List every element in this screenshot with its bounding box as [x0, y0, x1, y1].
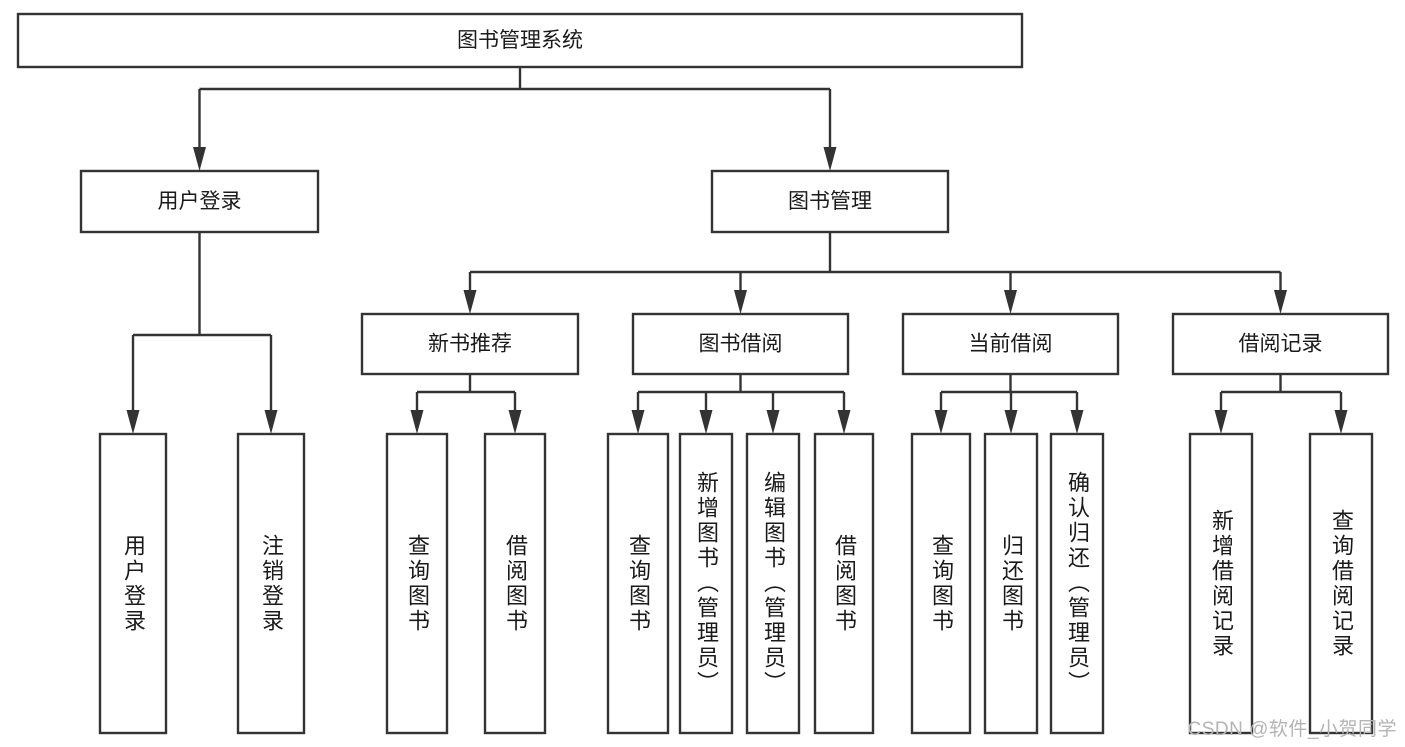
node-box-current_borrow[interactable] [901, 312, 1120, 376]
watermark-text: CSDN @软件_小贺同学 [1187, 719, 1397, 740]
node-label-new_book_rec: 新书推荐 [428, 333, 512, 356]
arrow-head-leaf_user_logout [264, 410, 278, 434]
node-box-book_mgmt[interactable] [710, 169, 950, 234]
node-leaf_query_record[interactable] [1308, 432, 1374, 735]
node-root[interactable]: 图书管理系统 [16, 12, 1024, 69]
node-box-leaf_edit_book[interactable] [745, 432, 801, 735]
node-label-borrow_record: 借阅记录 [1239, 333, 1323, 356]
arrow-head-leaf_return_book [1004, 410, 1018, 434]
node-leaf_query_book_2[interactable] [606, 432, 670, 735]
node-box-leaf_confirm_return[interactable] [1049, 432, 1105, 735]
arrow-head-book_borrow [734, 290, 747, 314]
node-leaf_return_book[interactable] [983, 432, 1039, 735]
node-leaf_borrow_book_1[interactable] [483, 432, 547, 735]
arrow-head-leaf_add_record [1214, 410, 1228, 434]
node-box-leaf_query_record[interactable] [1308, 432, 1374, 735]
edge-layer [126, 67, 1348, 434]
node-borrow_record[interactable]: 借阅记录 [1171, 312, 1390, 376]
node-box-leaf_user_logout[interactable] [236, 432, 306, 735]
arrow-head-leaf_borrow_book_2 [837, 410, 851, 434]
arrow-head-leaf_edit_book [766, 410, 780, 434]
arrow-head-leaf_add_book [699, 410, 713, 434]
node-leaf_add_book[interactable] [678, 432, 734, 735]
node-leaf_confirm_return[interactable] [1049, 432, 1105, 735]
arrow-head-user_login [193, 147, 206, 171]
node-leaf_user_logout[interactable] [236, 432, 306, 735]
arrow-head-leaf_confirm_return [1070, 410, 1084, 434]
node-box-leaf_add_record[interactable] [1188, 432, 1254, 735]
node-box-leaf_borrow_book_2[interactable] [813, 432, 875, 735]
arrow-head-leaf_query_record [1334, 410, 1348, 434]
arrow-head-leaf_query_book_2 [631, 410, 645, 434]
node-book_mgmt[interactable]: 图书管理 [710, 169, 950, 234]
node-box-book_borrow[interactable] [631, 312, 850, 376]
node-box-leaf_add_book[interactable] [678, 432, 734, 735]
node-leaf_edit_book[interactable] [745, 432, 801, 735]
node-label-current_borrow: 当前借阅 [969, 333, 1053, 356]
node-box-root[interactable] [16, 12, 1024, 69]
node-user_login[interactable]: 用户登录 [79, 169, 320, 234]
node-leaf_add_record[interactable] [1188, 432, 1254, 735]
arrow-head-leaf_borrow_book_1 [508, 410, 522, 434]
node-leaf_borrow_book_2[interactable] [813, 432, 875, 735]
arrow-head-book_mgmt [823, 147, 837, 171]
node-label-user_login: 用户登录 [158, 190, 242, 213]
arrow-head-current_borrow [1004, 290, 1017, 314]
node-box-leaf_user_login[interactable] [98, 432, 168, 735]
node-box-leaf_query_book_1[interactable] [385, 432, 449, 735]
arrow-head-new_book_rec [463, 290, 477, 314]
node-box-leaf_query_book_3[interactable] [910, 432, 972, 735]
node-box-leaf_query_book_2[interactable] [606, 432, 670, 735]
node-box-borrow_record[interactable] [1171, 312, 1390, 376]
node-label-book_borrow: 图书借阅 [699, 333, 783, 356]
arrow-head-leaf_query_book_3 [934, 410, 948, 434]
arrow-head-leaf_query_book_1 [410, 410, 424, 434]
node-box-new_book_rec[interactable] [360, 312, 580, 376]
node-current_borrow[interactable]: 当前借阅 [901, 312, 1120, 376]
node-box-leaf_return_book[interactable] [983, 432, 1039, 735]
node-book_borrow[interactable]: 图书借阅 [631, 312, 850, 376]
arrow-head-leaf_user_login [126, 410, 140, 434]
arrow-head-borrow_record [1274, 290, 1287, 314]
node-new_book_rec[interactable]: 新书推荐 [360, 312, 580, 376]
node-leaf_query_book_3[interactable] [910, 432, 972, 735]
node-label-root: 图书管理系统 [457, 29, 583, 52]
node-box-user_login[interactable] [79, 169, 320, 234]
node-label-book_mgmt: 图书管理 [788, 190, 872, 213]
node-leaf_query_book_1[interactable] [385, 432, 449, 735]
node-leaf_user_login[interactable] [98, 432, 168, 735]
node-box-leaf_borrow_book_1[interactable] [483, 432, 547, 735]
